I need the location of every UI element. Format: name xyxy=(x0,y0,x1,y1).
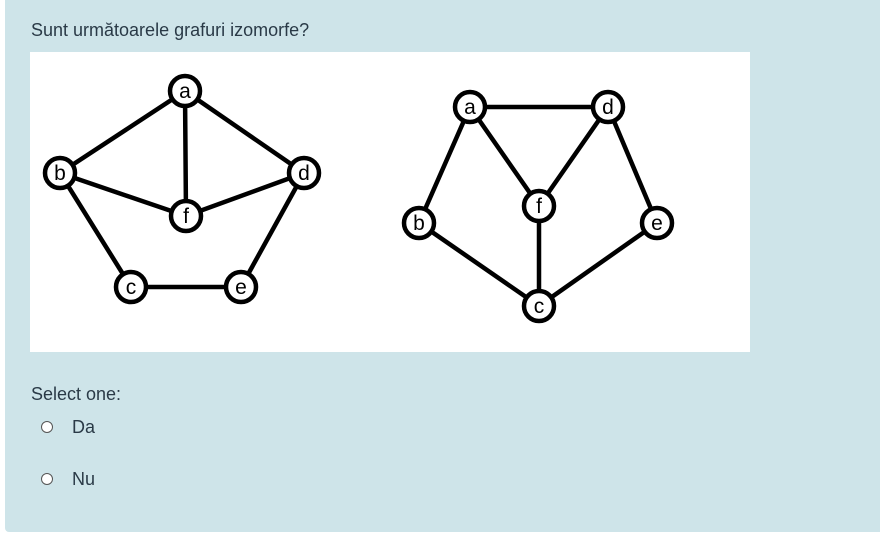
graph1-node-d xyxy=(286,155,322,191)
graph1-edge-b-c xyxy=(57,170,134,290)
graph1-node-f xyxy=(168,198,204,234)
option-nu[interactable]: Nu xyxy=(41,465,161,493)
graph2-edge-a-f xyxy=(467,104,542,209)
graph2-node-label-d: d xyxy=(602,96,614,119)
graph1-group: a b d f c e xyxy=(42,73,322,305)
option-da[interactable]: Da xyxy=(41,413,161,441)
graph1-edge-a-d xyxy=(182,88,307,176)
graph1-node-label-b: b xyxy=(54,162,66,185)
graph2-node-a xyxy=(452,89,488,125)
graph1-node-label-c: c xyxy=(126,276,137,299)
graph1-node-e xyxy=(223,269,259,305)
radio-da[interactable] xyxy=(41,421,53,433)
option-nu-label: Nu xyxy=(72,468,96,489)
question-text: Sunt următoarele grafuri izomorfe? xyxy=(31,20,310,40)
graph1-edge-a-f xyxy=(182,88,189,219)
graph2-node-label-f: f xyxy=(536,195,542,218)
graph1-node-label-a: a xyxy=(179,80,191,103)
option-da-label: Da xyxy=(72,416,96,437)
graph2-node-label-b: b xyxy=(413,212,425,235)
graph2-edge-d-f xyxy=(536,104,611,209)
graph1-node-a xyxy=(167,73,203,109)
graph1-node-label-d: d xyxy=(298,162,310,185)
graph2-node-label-e: e xyxy=(651,212,663,235)
graph2-node-b xyxy=(401,205,437,241)
graph2-node-c xyxy=(521,288,557,324)
graph2-edge-d-e xyxy=(605,104,660,226)
graph-image: a b d f c e a d f b e c xyxy=(42,73,675,324)
graph1-node-label-f: f xyxy=(183,205,189,228)
graph2-edge-b-c xyxy=(416,220,542,309)
graph-figure: a b d f c e a d f b e c xyxy=(30,52,750,352)
graph1-node-c xyxy=(113,269,149,305)
graph2-edge-e-c xyxy=(536,220,660,309)
graph2-node-e xyxy=(639,205,675,241)
graph2-node-label-c: c xyxy=(534,295,545,318)
graph2-group: a d f b e c xyxy=(401,89,675,324)
graph1-edge-d-e xyxy=(238,170,307,290)
graph2-node-label-a: a xyxy=(464,96,476,119)
graph2-node-d xyxy=(590,89,626,125)
graph2-node-f xyxy=(521,188,557,224)
select-prompt: Select one: xyxy=(31,384,122,404)
graph1-edge-b-f xyxy=(57,170,189,219)
graph2-edge-a-b xyxy=(416,104,473,226)
question-card: Sunt următoarele grafuri izomorfe? a b d f c… xyxy=(5,0,880,532)
graph1-edge-f-d xyxy=(183,170,307,219)
graph1-node-label-e: e xyxy=(235,276,247,299)
radio-nu[interactable] xyxy=(41,473,53,485)
graph1-edge-a-b xyxy=(57,88,188,176)
graph1-node-b xyxy=(42,155,78,191)
